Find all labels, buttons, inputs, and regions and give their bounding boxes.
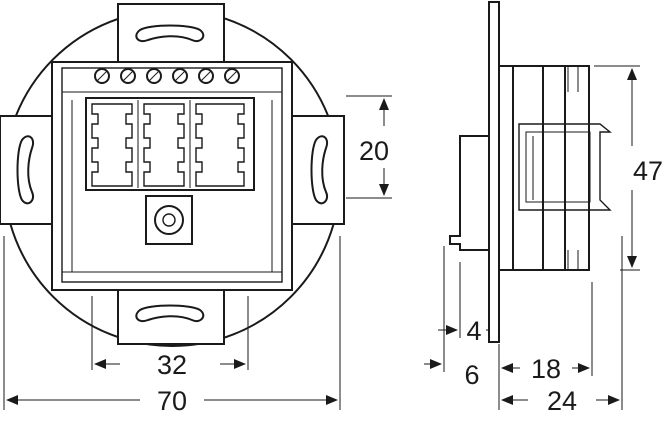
dim-label-47: 47 bbox=[633, 156, 663, 186]
front-center-screw bbox=[154, 205, 184, 235]
front-terminal-screws bbox=[94, 68, 240, 84]
side-view: 47 4 6 18 24 bbox=[424, 1, 663, 416]
side-module-body bbox=[512, 65, 544, 271]
socket-port-3 bbox=[195, 103, 245, 187]
dim-label-6: 6 bbox=[464, 360, 479, 390]
side-rear-box bbox=[449, 135, 490, 251]
front-socket-ports bbox=[91, 100, 245, 188]
side-module-front bbox=[542, 65, 566, 271]
socket-port-1 bbox=[91, 103, 133, 187]
dim-label-18: 18 bbox=[531, 354, 561, 384]
dim-label-4: 4 bbox=[466, 316, 481, 346]
dim-label-32: 32 bbox=[157, 350, 187, 380]
dim-label-70: 70 bbox=[157, 386, 187, 416]
side-module-base bbox=[498, 65, 514, 271]
front-housing-inner bbox=[61, 67, 283, 283]
dim-label-24: 24 bbox=[547, 386, 577, 416]
side-mounting-plate bbox=[488, 1, 500, 343]
front-socket-block bbox=[85, 97, 255, 191]
front-right-slot bbox=[310, 135, 328, 205]
front-left-slot bbox=[16, 135, 34, 205]
socket-port-2 bbox=[143, 103, 185, 187]
front-view: 32 70 20 bbox=[0, 3, 392, 416]
dim-label-20: 20 bbox=[359, 136, 389, 166]
front-bottom-slot bbox=[135, 304, 205, 322]
side-module-cap bbox=[564, 65, 590, 271]
front-center-screw-hole bbox=[162, 213, 176, 227]
front-top-slot bbox=[135, 24, 205, 42]
side-latch-spring bbox=[518, 123, 612, 211]
